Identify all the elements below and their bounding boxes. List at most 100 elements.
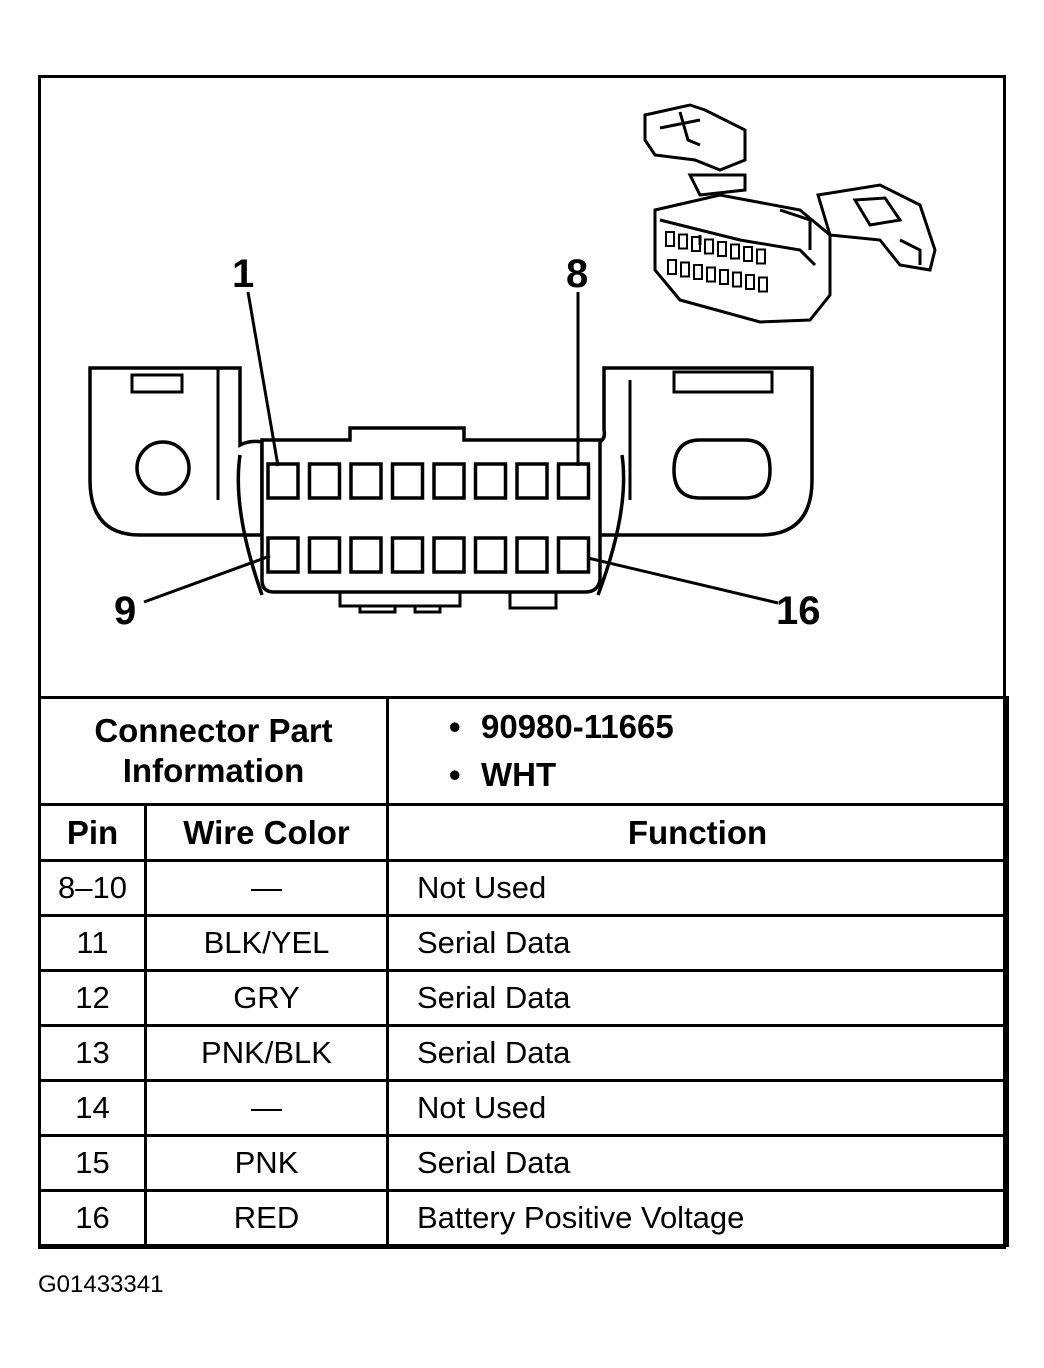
pin-top-1 [266, 462, 300, 500]
pin-bottom-5 [432, 536, 466, 574]
mini-pin [704, 238, 714, 255]
mini-pin [706, 266, 716, 283]
bottom-latch-left [338, 592, 462, 614]
pin-cell: 14 [38, 1079, 147, 1137]
pin-top-5 [432, 462, 466, 500]
pin-cell: 12 [38, 969, 147, 1027]
mini-pin [667, 259, 677, 275]
connector-body [260, 426, 602, 594]
part-number: 90980-11665 [481, 708, 674, 745]
part-info-row: Connector Part Information • 90980-11665 … [38, 696, 1009, 806]
pin-bottom-3 [349, 536, 383, 574]
pin-cell: 11 [38, 914, 147, 972]
function-cell: Not Used [386, 1079, 1009, 1137]
pin-cell: 15 [38, 1134, 147, 1192]
figure-id: G01433341 [38, 1271, 164, 1298]
wire-color-cell: PNK/BLK [144, 1024, 389, 1082]
mini-pin [717, 241, 727, 257]
mini-pin [743, 246, 753, 262]
pin-cell: 8–10 [38, 859, 147, 917]
pin-row-bottom [266, 536, 591, 574]
pin-bottom-2 [307, 536, 342, 574]
wire-color-cell: — [144, 859, 389, 917]
leader-pin-16 [587, 556, 779, 605]
function-cell: Serial Data [386, 914, 1009, 972]
label-pin-9: 9 [114, 589, 136, 633]
header-wire-color: Wire Color [144, 803, 389, 862]
table-row: 14—Not Used [38, 1079, 1009, 1137]
wire-color-cell: GRY [144, 969, 389, 1027]
part-info-title-line1: Connector Part [94, 712, 333, 749]
pin-bottom-4 [390, 536, 425, 574]
connector-diagram: 1 8 9 16 [88, 103, 937, 633]
mini-pin [693, 264, 703, 280]
wire-color-cell: — [144, 1079, 389, 1137]
left-mounting-ear [88, 366, 264, 537]
connector-body-inner-right [596, 454, 626, 596]
table-header-row: Pin Wire Color Function [38, 803, 1009, 862]
pin-top-3 [349, 462, 383, 500]
function-cell: Battery Positive Voltage [386, 1189, 1009, 1247]
function-cell: Serial Data [386, 1134, 1009, 1192]
part-info-values: • 90980-11665 • WHT [386, 696, 1009, 806]
part-info-title-line2: Information [122, 752, 305, 789]
pin-top-4 [390, 462, 425, 500]
leader-pin-9 [143, 554, 271, 604]
pin-top-7 [515, 462, 549, 500]
bullet-icon: • [449, 708, 461, 745]
mini-pin [745, 274, 755, 290]
connector-body-inner [236, 454, 264, 596]
mini-pin [758, 276, 768, 293]
pin-bottom-8 [556, 536, 591, 574]
pin-top-8 [556, 462, 591, 500]
connector-3d-illustration [643, 103, 937, 324]
table-row: 8–10—Not Used [38, 859, 1009, 917]
label-pin-16: 16 [776, 589, 821, 633]
mini-pin [691, 236, 701, 252]
wire-color-cell: PNK [144, 1134, 389, 1192]
mini-pin [730, 243, 740, 260]
connector-info-table: Connector Part Information • 90980-11665 … [38, 696, 1009, 1247]
mini-pin [719, 269, 729, 285]
header-function: Function [386, 803, 1009, 862]
pin-top-6 [473, 462, 508, 500]
right-mount-slot [672, 438, 772, 500]
diagram-frame [38, 75, 1006, 1249]
wire-color-cell: BLK/YEL [144, 914, 389, 972]
pin-bottom-7 [515, 536, 549, 574]
part-info-title: Connector Part Information [38, 696, 389, 806]
function-cell: Serial Data [386, 969, 1009, 1027]
pin-bottom-1 [266, 536, 300, 574]
wire-color-cell: RED [144, 1189, 389, 1247]
label-pin-8: 8 [566, 252, 588, 296]
bottom-latch-right [508, 592, 558, 610]
pin-bottom-6 [473, 536, 508, 574]
pin-cell: 13 [38, 1024, 147, 1082]
part-number-item: • 90980-11665 [449, 703, 1006, 751]
right-ear-slot [672, 370, 774, 394]
part-color-item: • WHT [449, 751, 1006, 799]
pin-cell: 16 [38, 1189, 147, 1247]
header-pin: Pin [38, 803, 147, 862]
mini-pin [680, 261, 690, 278]
pin-row-top [266, 462, 591, 500]
function-cell: Not Used [386, 859, 1009, 917]
bullet-icon: • [449, 756, 461, 793]
leader-pin-1 [246, 291, 280, 467]
mini-pin [756, 248, 766, 265]
mini-pin [732, 271, 742, 288]
part-color: WHT [481, 756, 557, 793]
function-cell: Serial Data [386, 1024, 1009, 1082]
left-ear-slot [130, 373, 184, 394]
pin-top-2 [307, 462, 342, 500]
label-pin-1: 1 [232, 252, 254, 296]
mini-pin [665, 231, 675, 247]
right-mounting-ear [596, 366, 814, 537]
mini-pin [678, 233, 688, 250]
